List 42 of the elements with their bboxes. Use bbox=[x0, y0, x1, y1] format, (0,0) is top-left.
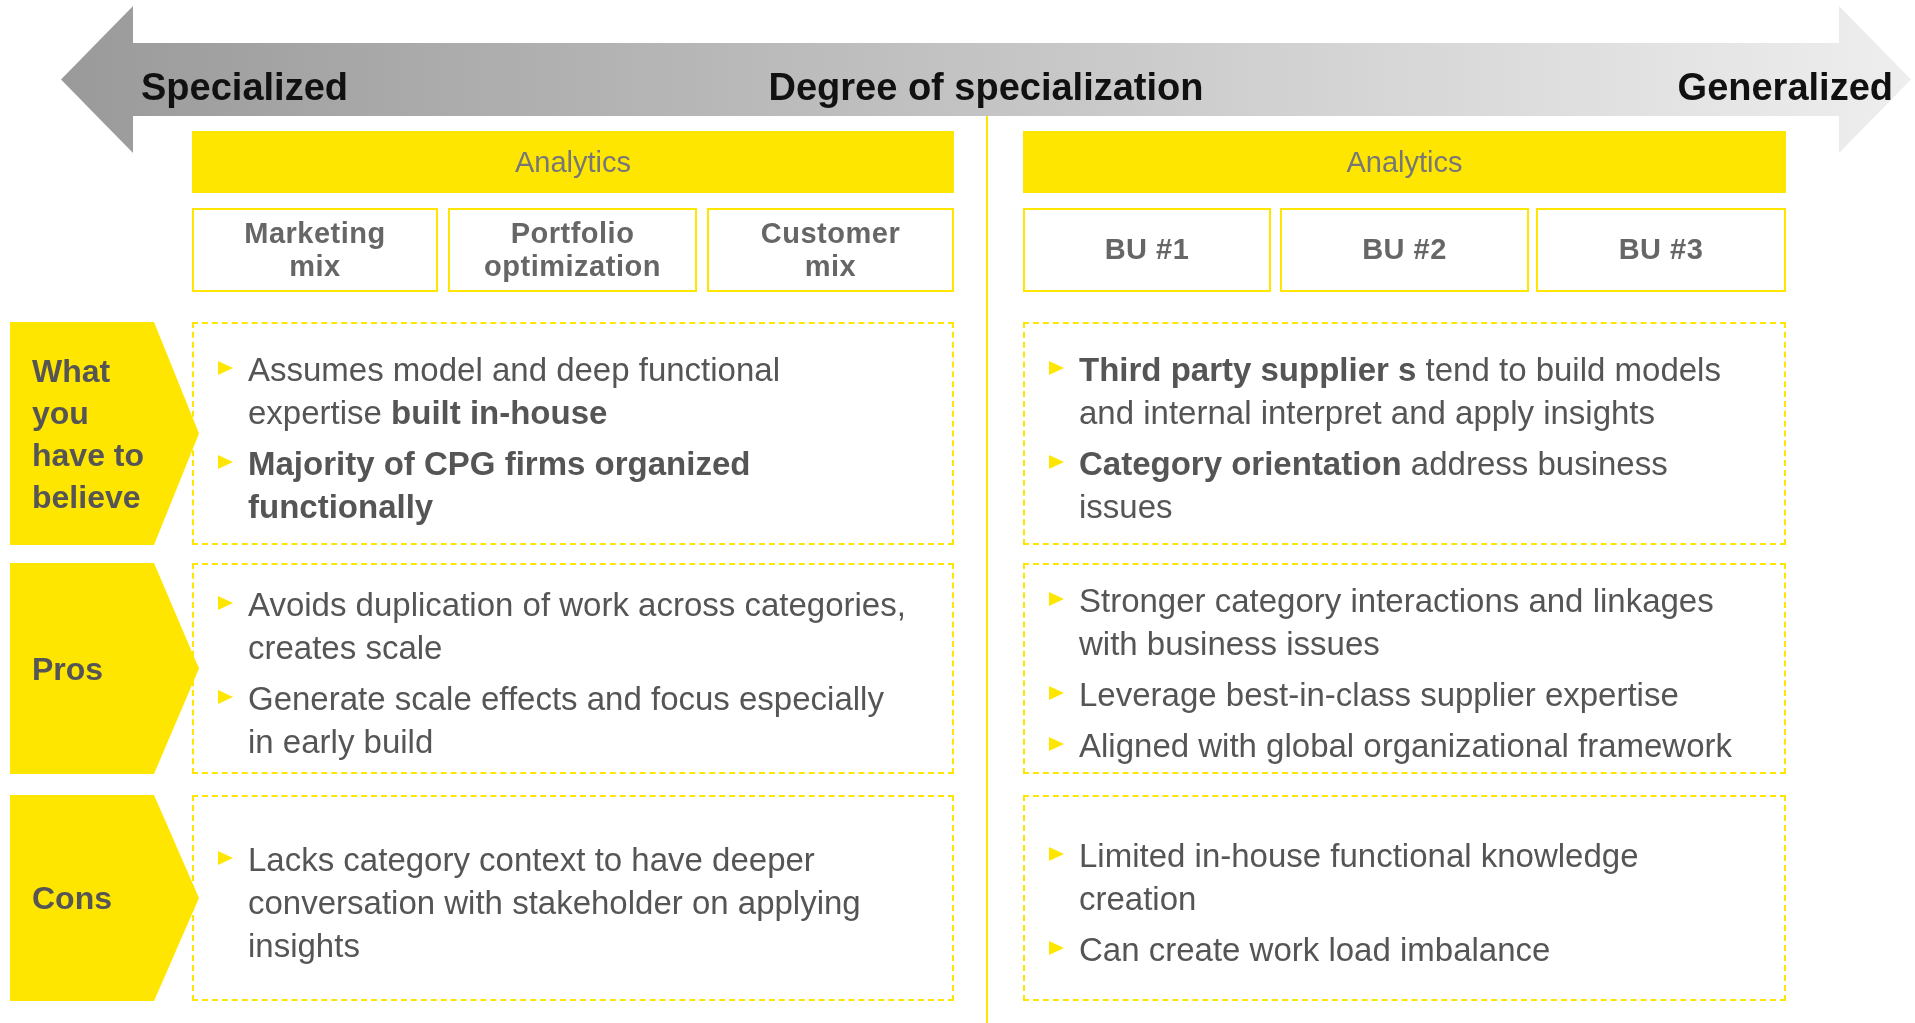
row-label-tab bbox=[10, 563, 199, 774]
column-header-box bbox=[707, 208, 954, 292]
bullet-text: Leverage best-in-class supplier expertise bbox=[1079, 674, 1679, 715]
axis-end-label: Generalized bbox=[1677, 66, 1893, 109]
content-box bbox=[1023, 795, 1786, 1001]
header-text: Portfolio optimization bbox=[483, 216, 662, 284]
column-header-box bbox=[448, 208, 697, 292]
content-box bbox=[192, 563, 954, 774]
header-bar bbox=[1023, 131, 1786, 193]
row-label: Cons bbox=[32, 879, 113, 918]
bullet-text: Stronger category interactions and linkages with business issues bbox=[1079, 580, 1715, 664]
content-box bbox=[192, 795, 954, 1001]
header-text: Marketing mix bbox=[243, 216, 387, 284]
header-bar bbox=[192, 131, 954, 193]
bullet-text: Aligned with global organizational framework bbox=[1079, 725, 1733, 766]
header-text: Customer mix bbox=[759, 216, 902, 284]
row-label: Pros bbox=[32, 649, 105, 689]
header-text: BU #2 bbox=[1362, 233, 1447, 267]
bullet-text: Can create work load imbalance bbox=[1079, 929, 1551, 970]
row-label: What you have to believe bbox=[32, 351, 146, 517]
bullet-text: Generate scale effects and focus especially in early build bbox=[248, 678, 885, 762]
bullet-text: Lacks category context to have deeper conversation with stakeholder on applying insights bbox=[248, 839, 862, 966]
header-text: Analytics bbox=[514, 145, 631, 179]
bullet-text: Majority of CPG firms organized functionally bbox=[248, 443, 752, 527]
column-header-box bbox=[1023, 208, 1271, 292]
axis-title: Degree of specialization bbox=[768, 66, 1204, 109]
bullet-text: Avoids duplication of work across categories, creates scale bbox=[248, 584, 907, 668]
bullet-text: Limited in-house functional knowledge creation bbox=[1079, 835, 1640, 919]
bullet-text: Assumes model and deep functional expertise built in-house bbox=[248, 349, 781, 433]
header-text: BU #1 bbox=[1104, 233, 1190, 267]
column-header-box bbox=[1280, 208, 1529, 292]
row-label-tab bbox=[10, 795, 199, 1001]
row-label-tab bbox=[10, 322, 199, 545]
axis-end-label: Specialized bbox=[141, 66, 348, 109]
content-box bbox=[1023, 563, 1786, 774]
column-header-box bbox=[1536, 208, 1786, 292]
header-text: BU #3 bbox=[1618, 233, 1704, 267]
content-box bbox=[1023, 322, 1786, 545]
content-box bbox=[192, 322, 954, 545]
bullet-text: Category orientation address business issues bbox=[1079, 443, 1669, 527]
column-header-box bbox=[192, 208, 438, 292]
header-text: Analytics bbox=[1346, 145, 1463, 179]
